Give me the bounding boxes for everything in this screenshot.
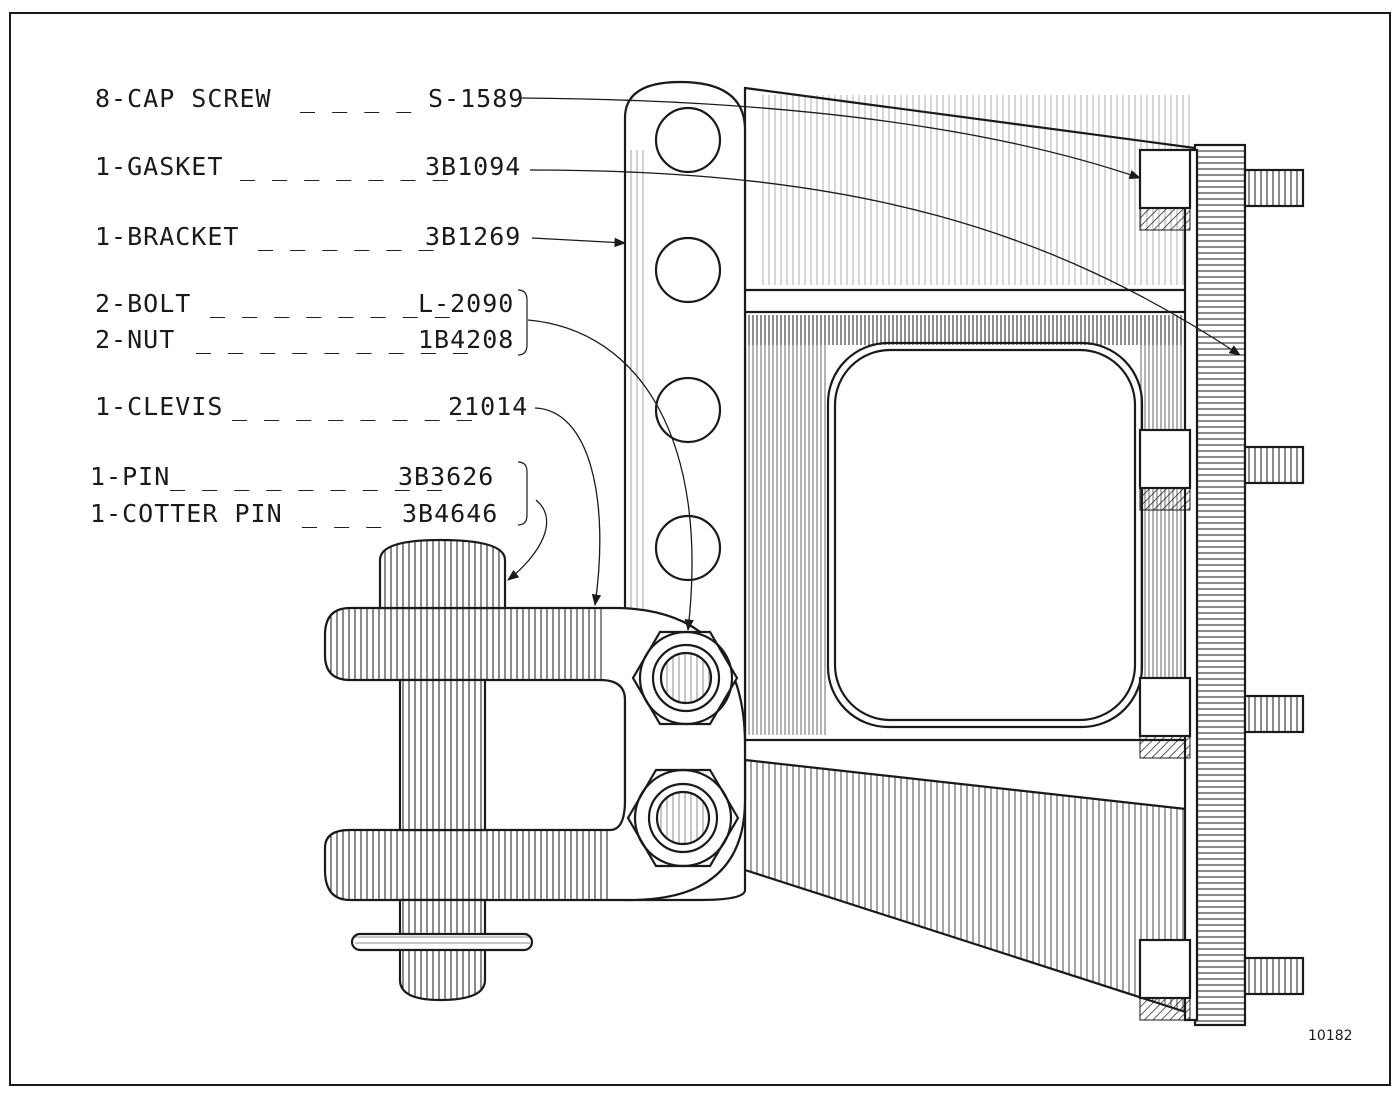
label-clevis-no: 21014 <box>448 392 528 421</box>
label-pin-dash: _ _ _ _ _ _ _ _ _ <box>170 462 443 491</box>
label-nut-no: 1B4208 <box>418 325 514 354</box>
label-gasket-name: 1-GASKET <box>95 152 223 181</box>
label-clevis-dash: _ _ _ _ _ _ _ _ <box>232 392 473 421</box>
label-cap-screw-name: 8-CAP SCREW <box>95 84 272 113</box>
label-cap-screw-no: S-1589 <box>428 84 524 113</box>
leader-bolt-nut <box>527 319 694 632</box>
label-bolt-dash: _ _ _ _ _ _ _ _ <box>210 289 451 318</box>
label-pin-name: 1-PIN <box>90 462 170 491</box>
bracket-window <box>833 348 1137 722</box>
label-bracket-name: 1-BRACKET <box>95 222 239 251</box>
parts-list: 8-CAP SCREW _ _ _ _ S-1589 1-GASKET _ _ … <box>90 84 528 528</box>
label-cotter-pin-name: 1-COTTER PIN <box>90 499 283 528</box>
cap-screw-4 <box>1138 938 1305 1021</box>
gasket-drawing <box>1183 143 1247 1027</box>
leader-lines <box>507 97 1241 632</box>
leader-clevis <box>534 407 602 607</box>
label-bolt-name: 2-BOLT <box>95 289 191 318</box>
label-nut-name: 2-NUT <box>95 325 175 354</box>
label-braces <box>517 289 528 526</box>
label-bracket-dash: _ _ _ _ _ _ <box>258 222 435 251</box>
leader-pin <box>507 499 548 581</box>
label-cotter-pin-no: 3B4646 <box>402 499 498 528</box>
bolt-nut-upper <box>631 630 739 726</box>
label-clevis-name: 1-CLEVIS <box>95 392 223 421</box>
pin-drawing <box>378 538 507 1002</box>
label-pin-no: 3B3626 <box>398 462 494 491</box>
label-bolt-no: L-2090 <box>418 289 514 318</box>
cap-screw-2 <box>1138 428 1305 511</box>
label-cotter-pin-dash: _ _ _ <box>302 499 382 528</box>
cap-screws-drawing <box>1138 148 1305 1021</box>
leader-bracket <box>531 237 627 248</box>
leader-gasket <box>529 169 1241 356</box>
cap-screw-1 <box>1138 148 1305 231</box>
cotter-pin-drawing <box>350 932 534 952</box>
label-gasket-no: 3B1094 <box>425 152 521 181</box>
cap-screw-3 <box>1138 676 1305 759</box>
label-bracket-no: 3B1269 <box>425 222 521 251</box>
leader-cap-screw <box>519 97 1142 180</box>
figure-number: 10182 <box>1308 1028 1353 1044</box>
bolts-nuts-drawing <box>626 630 740 868</box>
bolt-nut-lower <box>626 768 740 868</box>
label-gasket-dash: _ _ _ _ _ _ _ <box>240 152 449 181</box>
label-nut-dash: _ _ _ _ _ _ _ _ _ <box>196 325 469 354</box>
bracket-drawing <box>623 80 1197 1017</box>
label-cap-screw-dash: _ _ _ _ <box>300 84 412 113</box>
